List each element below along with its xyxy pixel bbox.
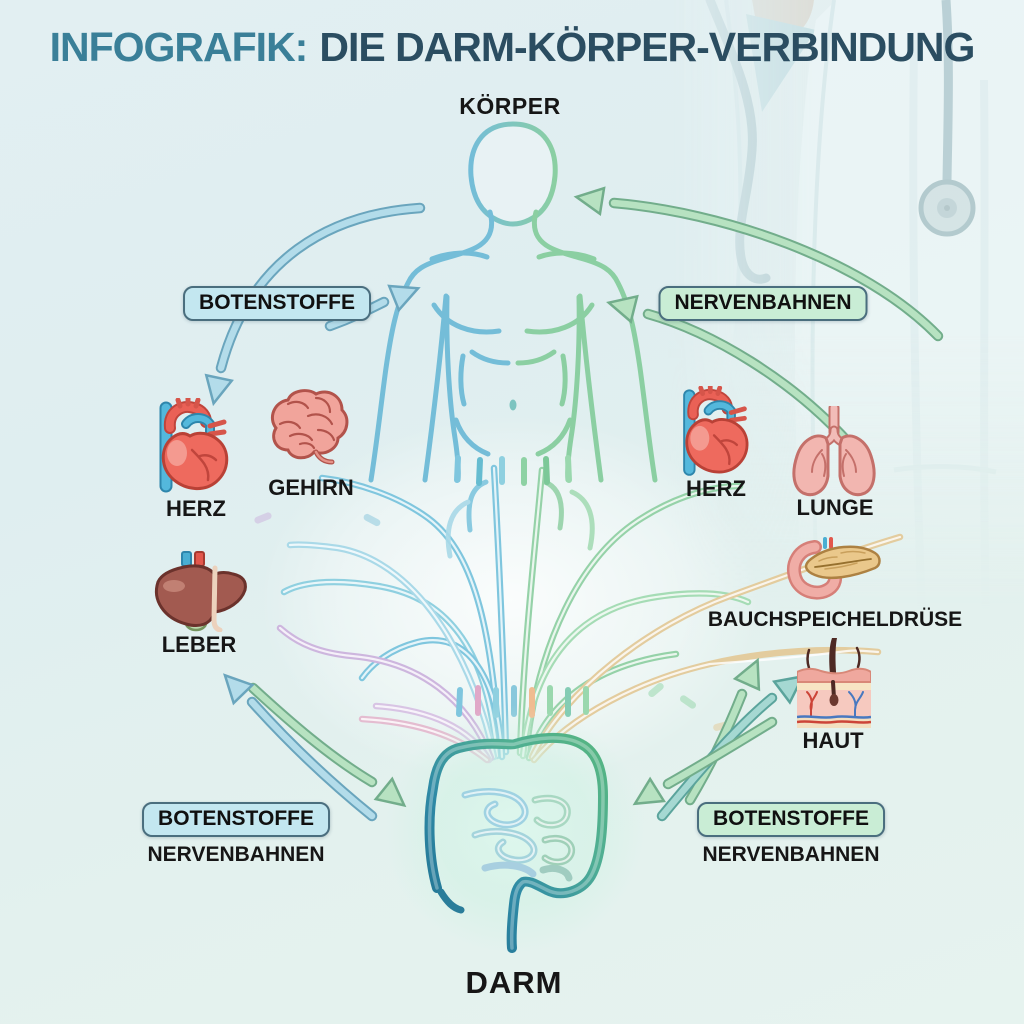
heart-left-label: HERZ bbox=[166, 496, 226, 521]
skin-icon bbox=[797, 638, 871, 728]
brain-label: GEHIRN bbox=[268, 475, 354, 500]
microbe-shapes bbox=[254, 512, 731, 731]
arrow-gut-to-organs-left bbox=[222, 673, 378, 822]
nervenbahnen-label-bottom-left: NERVENBAHNEN bbox=[147, 843, 325, 866]
nervenbahnen-label-bottom-right: NERVENBAHNEN bbox=[702, 843, 880, 866]
large-intestine-outline bbox=[424, 732, 608, 953]
skin-label: HAUT bbox=[802, 728, 864, 753]
brain bbox=[264, 386, 350, 466]
title-accent: INFOGRAFIK: bbox=[49, 24, 309, 70]
arrow-organs-to-gut-right bbox=[632, 716, 778, 806]
page-title: INFOGRAFIK:DIE DARM-KÖRPER-VERBINDUNG bbox=[49, 24, 976, 71]
pancreas bbox=[785, 535, 883, 603]
heart-icon bbox=[683, 386, 749, 476]
title-main: DIE DARM-KÖRPER-VERBINDUNG bbox=[319, 24, 975, 70]
botenstoffe-box-bottom-left: BOTENSTOFFE bbox=[142, 802, 330, 837]
botenstoffe-box-left: BOTENSTOFFE bbox=[183, 286, 371, 321]
body-label: KÖRPER bbox=[459, 93, 561, 119]
lungs-icon bbox=[792, 406, 876, 497]
circulation-arrows-top bbox=[204, 186, 944, 448]
small-intestine bbox=[461, 788, 576, 882]
liver-icon bbox=[155, 551, 247, 632]
lungs-label: LUNGE bbox=[796, 495, 874, 520]
gut-illustration bbox=[385, 705, 645, 955]
pancreas-label: BAUCHSPEICHELDRÜSE bbox=[707, 608, 963, 631]
stethoscope-icon bbox=[705, 0, 976, 284]
doctor-scrub-collar bbox=[746, 14, 816, 112]
nervenbahnen-box-right: NERVENBAHNEN bbox=[658, 286, 868, 321]
brain-icon bbox=[271, 389, 349, 465]
center-glow bbox=[260, 415, 760, 785]
body-silhouette bbox=[368, 121, 658, 483]
body-head bbox=[468, 121, 558, 227]
botenstoffe-box-bottom-right: BOTENSTOFFE bbox=[697, 802, 885, 837]
arrow-nervenbahnen-to-body bbox=[606, 294, 854, 448]
heart-icon bbox=[159, 398, 229, 493]
skin bbox=[797, 636, 871, 730]
arrow-organs-to-body-right-upper bbox=[573, 186, 944, 342]
appendix bbox=[437, 888, 465, 914]
gut-label: DARM bbox=[465, 965, 563, 1000]
heart-left bbox=[152, 398, 234, 498]
body-navel bbox=[509, 399, 517, 411]
liver bbox=[148, 550, 252, 632]
lungs bbox=[788, 406, 880, 498]
arrow-body-to-organs-left bbox=[204, 202, 426, 407]
circulation-arrows-bottom bbox=[222, 657, 805, 822]
heart-right bbox=[676, 386, 754, 481]
pancreas-icon bbox=[787, 537, 881, 600]
arrow-organs-to-gut-left bbox=[247, 682, 407, 808]
liver-label: LEBER bbox=[161, 632, 237, 657]
heart-right-label: HERZ bbox=[686, 476, 746, 501]
